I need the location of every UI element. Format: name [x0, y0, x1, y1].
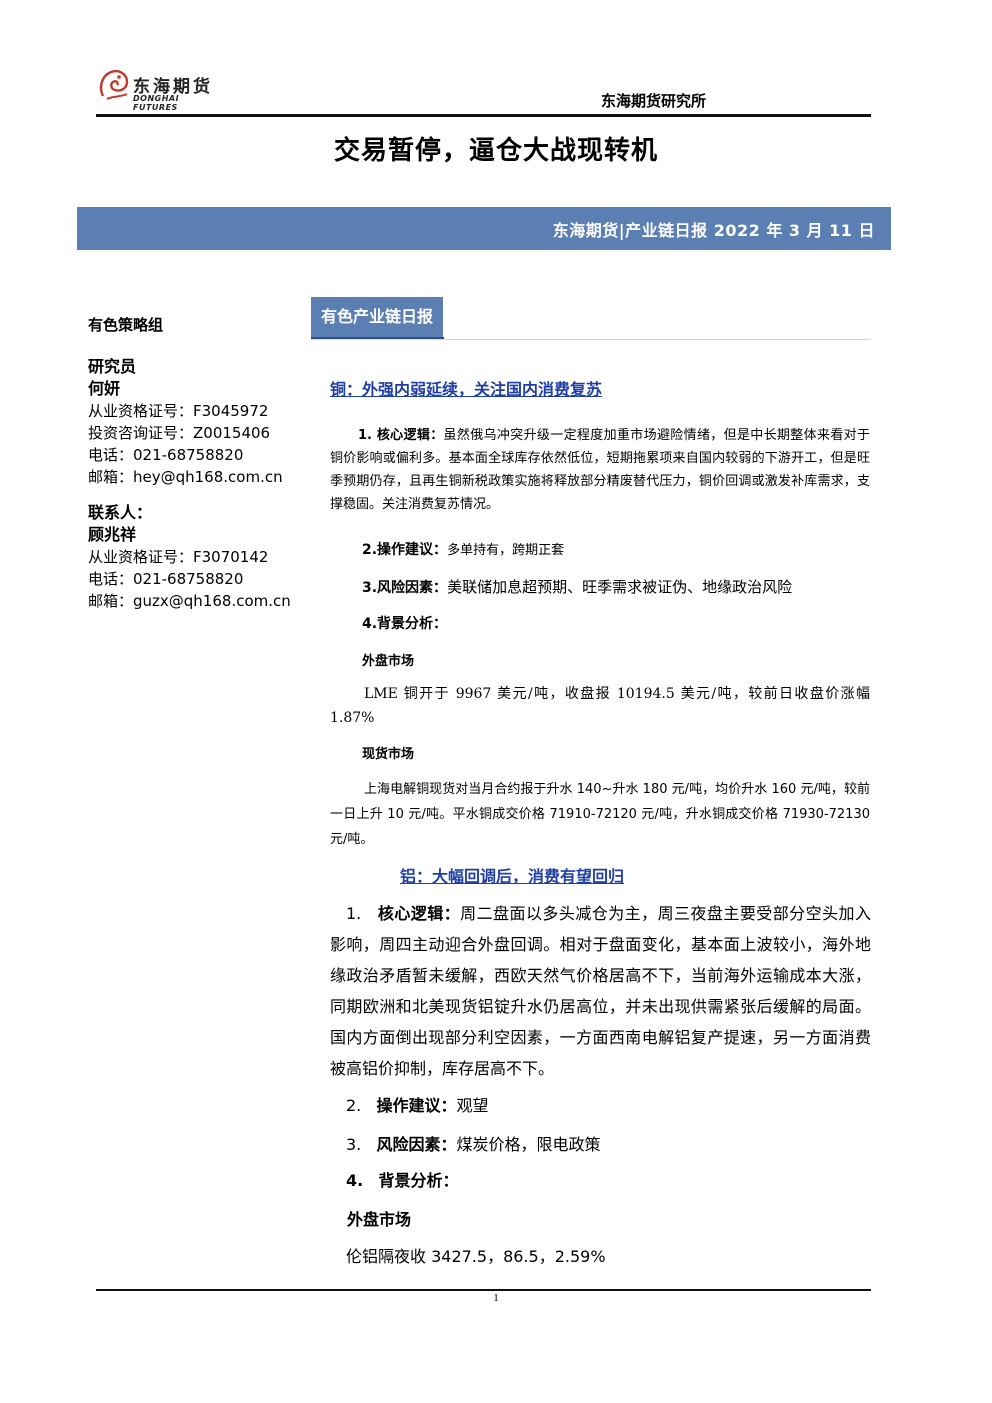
aluminum-outer-market-label: 外盘市场 — [347, 1210, 412, 1229]
contact-phone: 电话：021-68758820 — [88, 570, 244, 588]
section-tag: 有色产业链日报 — [311, 297, 445, 340]
researcher-consult-cert: 投资咨询证号：Z0015406 — [88, 424, 271, 442]
section-divider — [311, 339, 871, 340]
researcher-name: 何妍 — [88, 379, 121, 398]
aluminum-core-logic: 1. 核心逻辑：周二盘面以多头减仓为主，周三夜盘主要受部分空头加入影响，周四主动… — [330, 898, 871, 1084]
aluminum-bg-label: 背景分析： — [378, 1171, 459, 1190]
copper-core-logic: 1. 核心逻辑：虽然俄乌冲突升级一定程度加重市场避险情绪，但是中长期整体来看对于… — [330, 424, 870, 516]
aluminum-risk-label: 风险因素： — [376, 1135, 457, 1154]
researcher-cert: 从业资格证号：F3045972 — [88, 402, 269, 420]
aluminum-logic-num: 1. — [346, 904, 362, 923]
aluminum-heading-link[interactable]: 铝：大幅回调后，消费有望回归 — [400, 867, 625, 886]
copper-spot-market-text: 上海电解铜现货对当月合约报于升水 140~升水 180 元/吨，均价升水 160… — [330, 782, 870, 847]
aluminum-outer-market-text: 伦铝隔夜收 3427.5，86.5，2.59% — [346, 1247, 606, 1266]
banner-text: 东海期货|产业链日报 2022 年 3 月 11 日 — [552, 221, 875, 240]
researcher-email: 邮箱：hey@qh168.com.cn — [88, 468, 283, 486]
copper-heading-link[interactable]: 铜：外强内弱延续，关注国内消费复苏 — [330, 380, 603, 399]
copper-op-label: 2.操作建议： — [362, 542, 448, 558]
institute-name: 东海期货研究所 — [600, 92, 706, 110]
contact-label: 联系人： — [88, 503, 153, 522]
report-banner: 东海期货|产业链日报 2022 年 3 月 11 日 — [77, 207, 891, 250]
contact-name: 顾兆祥 — [88, 525, 137, 544]
aluminum-operation: 2. 操作建议：观望 — [346, 1092, 866, 1119]
header-divider — [96, 114, 871, 117]
company-logo: 东海期货 DONGHAI FUTURES — [97, 66, 227, 112]
logo-english-text: DONGHAI FUTURES — [133, 94, 180, 112]
aluminum-op-num: 2. — [346, 1096, 362, 1115]
copper-logic-label: 1. 核心逻辑： — [358, 428, 444, 443]
contact-email: 邮箱：guzx@qh168.com.cn — [88, 592, 291, 610]
aluminum-logic-text: 周二盘面以多头减仓为主，周三夜盘主要受部分空头加入影响，周四主动迎合外盘回调。相… — [330, 904, 871, 1078]
copper-logic-text: 虽然俄乌冲突升级一定程度加重市场避险情绪，但是中长期整体来看对于铜价影响或偏利多… — [330, 428, 870, 512]
aluminum-logic-label: 核心逻辑： — [377, 904, 461, 923]
dragon-logo-icon — [99, 69, 129, 100]
aluminum-risk-num: 3. — [346, 1135, 362, 1154]
footer-divider — [96, 1289, 871, 1291]
copper-outer-market-text: LME 铜开于 9967 美元/吨，收盘报 10194.5 美元/吨，较前日收盘… — [330, 686, 870, 726]
researcher-phone: 电话：021-68758820 — [88, 446, 244, 464]
aluminum-risk: 3. 风险因素：煤炭价格，限电政策 — [346, 1131, 866, 1158]
copper-op-text: 多单持有，跨期正套 — [447, 543, 565, 558]
team-name: 有色策略组 — [88, 316, 164, 334]
page-number: 1 — [493, 1292, 499, 1304]
researcher-label: 研究员 — [88, 357, 137, 376]
logo-chinese-text: 东海期货 — [133, 77, 213, 97]
copper-operation: 2.操作建议：多单持有，跨期正套 — [362, 539, 872, 562]
copper-outer-market-label: 外盘市场 — [362, 654, 415, 669]
copper-risk-text: 美联储加息超预期、旺季需求被证伪、地缘政治风险 — [447, 578, 793, 596]
aluminum-op-text: 观望 — [456, 1096, 489, 1115]
copper-spot-market-label: 现货市场 — [362, 747, 415, 762]
report-title: 交易暂停，逼仓大战现转机 — [333, 136, 658, 166]
aluminum-risk-text: 煤炭价格，限电政策 — [456, 1135, 601, 1154]
aluminum-bg-num: 4. — [346, 1171, 364, 1190]
copper-risk-label: 3.风险因素： — [362, 580, 448, 596]
contact-cert: 从业资格证号：F3070142 — [88, 548, 269, 566]
aluminum-background: 4. 背景分析： — [346, 1167, 866, 1194]
copper-risk: 3.风险因素：美联储加息超预期、旺季需求被证伪、地缘政治风险 — [362, 576, 872, 600]
author-sidebar: 有色策略组 研究员 何妍 从业资格证号：F3045972 投资咨询证号：Z001… — [88, 314, 298, 612]
copper-bg-label: 4.背景分析： — [362, 616, 448, 632]
copper-background: 4.背景分析： — [362, 613, 872, 636]
aluminum-op-label: 操作建议： — [376, 1096, 457, 1115]
